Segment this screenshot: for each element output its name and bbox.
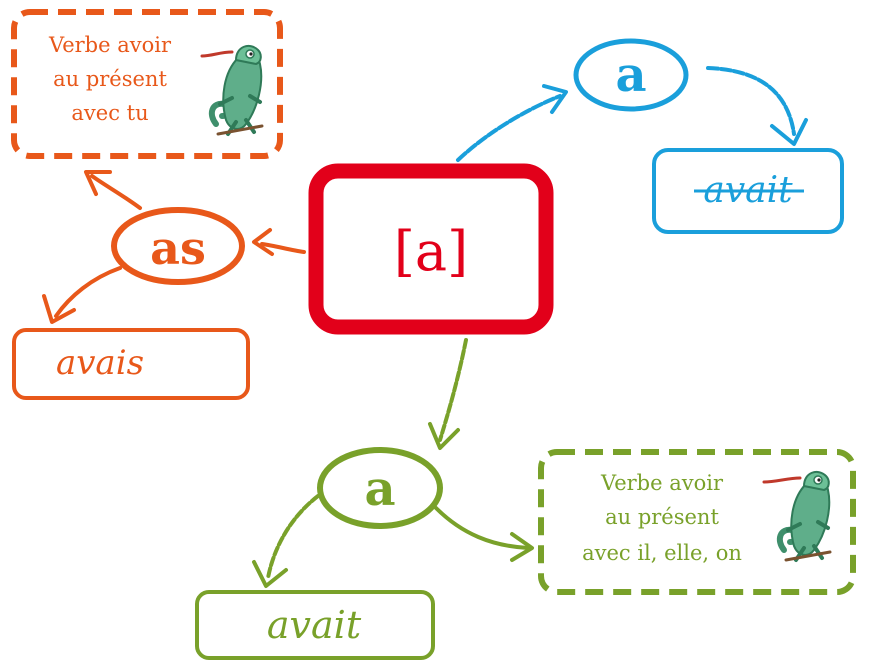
blue-branch: a avait	[456, 38, 844, 234]
arrow-green-a-to-note	[434, 506, 530, 550]
green-a-node	[317, 447, 443, 529]
blue-a-label: a	[615, 47, 646, 103]
orange-avais-label: avais	[56, 343, 144, 383]
chameleon-icon	[200, 46, 262, 134]
chameleon-icon	[762, 472, 830, 560]
arrow-as-to-avais	[54, 266, 122, 318]
arrowhead-green-note	[510, 532, 534, 562]
green-avait-box	[195, 590, 435, 660]
orange-note-line-2: au présent	[53, 67, 167, 91]
arrowhead-green-avait	[252, 560, 288, 588]
green-note-line-1: Verbe avoir	[600, 471, 724, 495]
arrow-center-to-green-a	[438, 338, 468, 442]
arrowhead-blue-avait	[770, 118, 808, 146]
arrow-green-a-to-avait	[266, 494, 320, 580]
arrow-blue-a-to-avait	[706, 66, 796, 136]
arrowhead-orange-note	[84, 170, 112, 196]
orange-note-line-3: avec tu	[71, 101, 148, 125]
arrowhead-green-a	[428, 422, 460, 450]
green-note-line-2: au présent	[605, 505, 719, 529]
orange-note-line-1: Verbe avoir	[48, 33, 172, 57]
arrow-center-to-blue-a	[456, 94, 562, 162]
green-avait-label: avait	[267, 603, 362, 647]
center-phoneme-label: [a]	[394, 220, 468, 283]
arrowhead-orange-avais	[42, 294, 76, 324]
orange-avais-box	[12, 328, 250, 400]
center-node: [a]	[308, 163, 554, 335]
arrowhead-blue-a	[542, 84, 568, 114]
orange-as-node	[111, 207, 245, 285]
green-note-line-3: avec il, elle, on	[582, 541, 742, 565]
arrow-as-to-note	[90, 174, 142, 210]
green-a-label: a	[364, 461, 395, 517]
orange-branch: as Verbe avoir au présent avec tu avais	[11, 9, 306, 400]
blue-a-node	[573, 38, 689, 112]
green-branch: a Verbe avoir au présent avec il, elle, …	[195, 338, 856, 660]
arrow-center-to-as	[260, 242, 306, 254]
center-box	[308, 163, 554, 335]
green-note-box	[538, 449, 856, 595]
orange-as-label: as	[150, 221, 206, 275]
arrowhead-as	[252, 228, 274, 256]
